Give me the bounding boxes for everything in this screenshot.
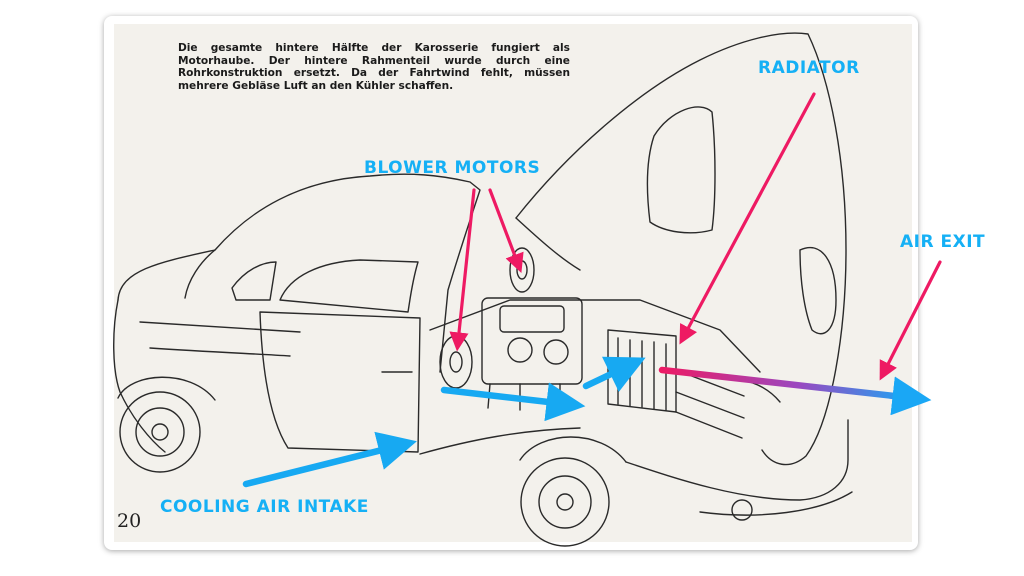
caption-text: Die gesamte hintere Hälfte der Karosseri… <box>178 42 570 92</box>
engine-lid <box>515 32 847 466</box>
blower-arrow-right <box>488 188 524 273</box>
label-blower-motors: BLOWER MOTORS <box>364 158 541 178</box>
radiator-arrow <box>679 92 816 345</box>
page-number: 20 <box>117 510 142 532</box>
engine-block <box>481 297 583 385</box>
flow-arrow-engine <box>440 382 586 422</box>
rear-bumper <box>699 491 853 516</box>
label-radiator: RADIATOR <box>758 58 860 78</box>
intake-arrow <box>242 431 417 488</box>
air-exit-arrow <box>879 260 942 381</box>
label-cooling-air-intake: COOLING AIR INTAKE <box>160 497 369 517</box>
label-air-exit: AIR EXIT <box>900 232 986 252</box>
exit-flow-arrow <box>658 366 932 416</box>
blower-arrow-left <box>449 188 476 352</box>
blower-motor-left <box>439 335 473 389</box>
side-window <box>279 259 419 313</box>
door <box>259 311 421 453</box>
flow-arrow-radiator <box>582 356 646 392</box>
car-body <box>117 173 481 373</box>
rear-window <box>646 106 716 234</box>
rear-wheel <box>520 457 610 547</box>
front-wheel <box>119 391 201 473</box>
